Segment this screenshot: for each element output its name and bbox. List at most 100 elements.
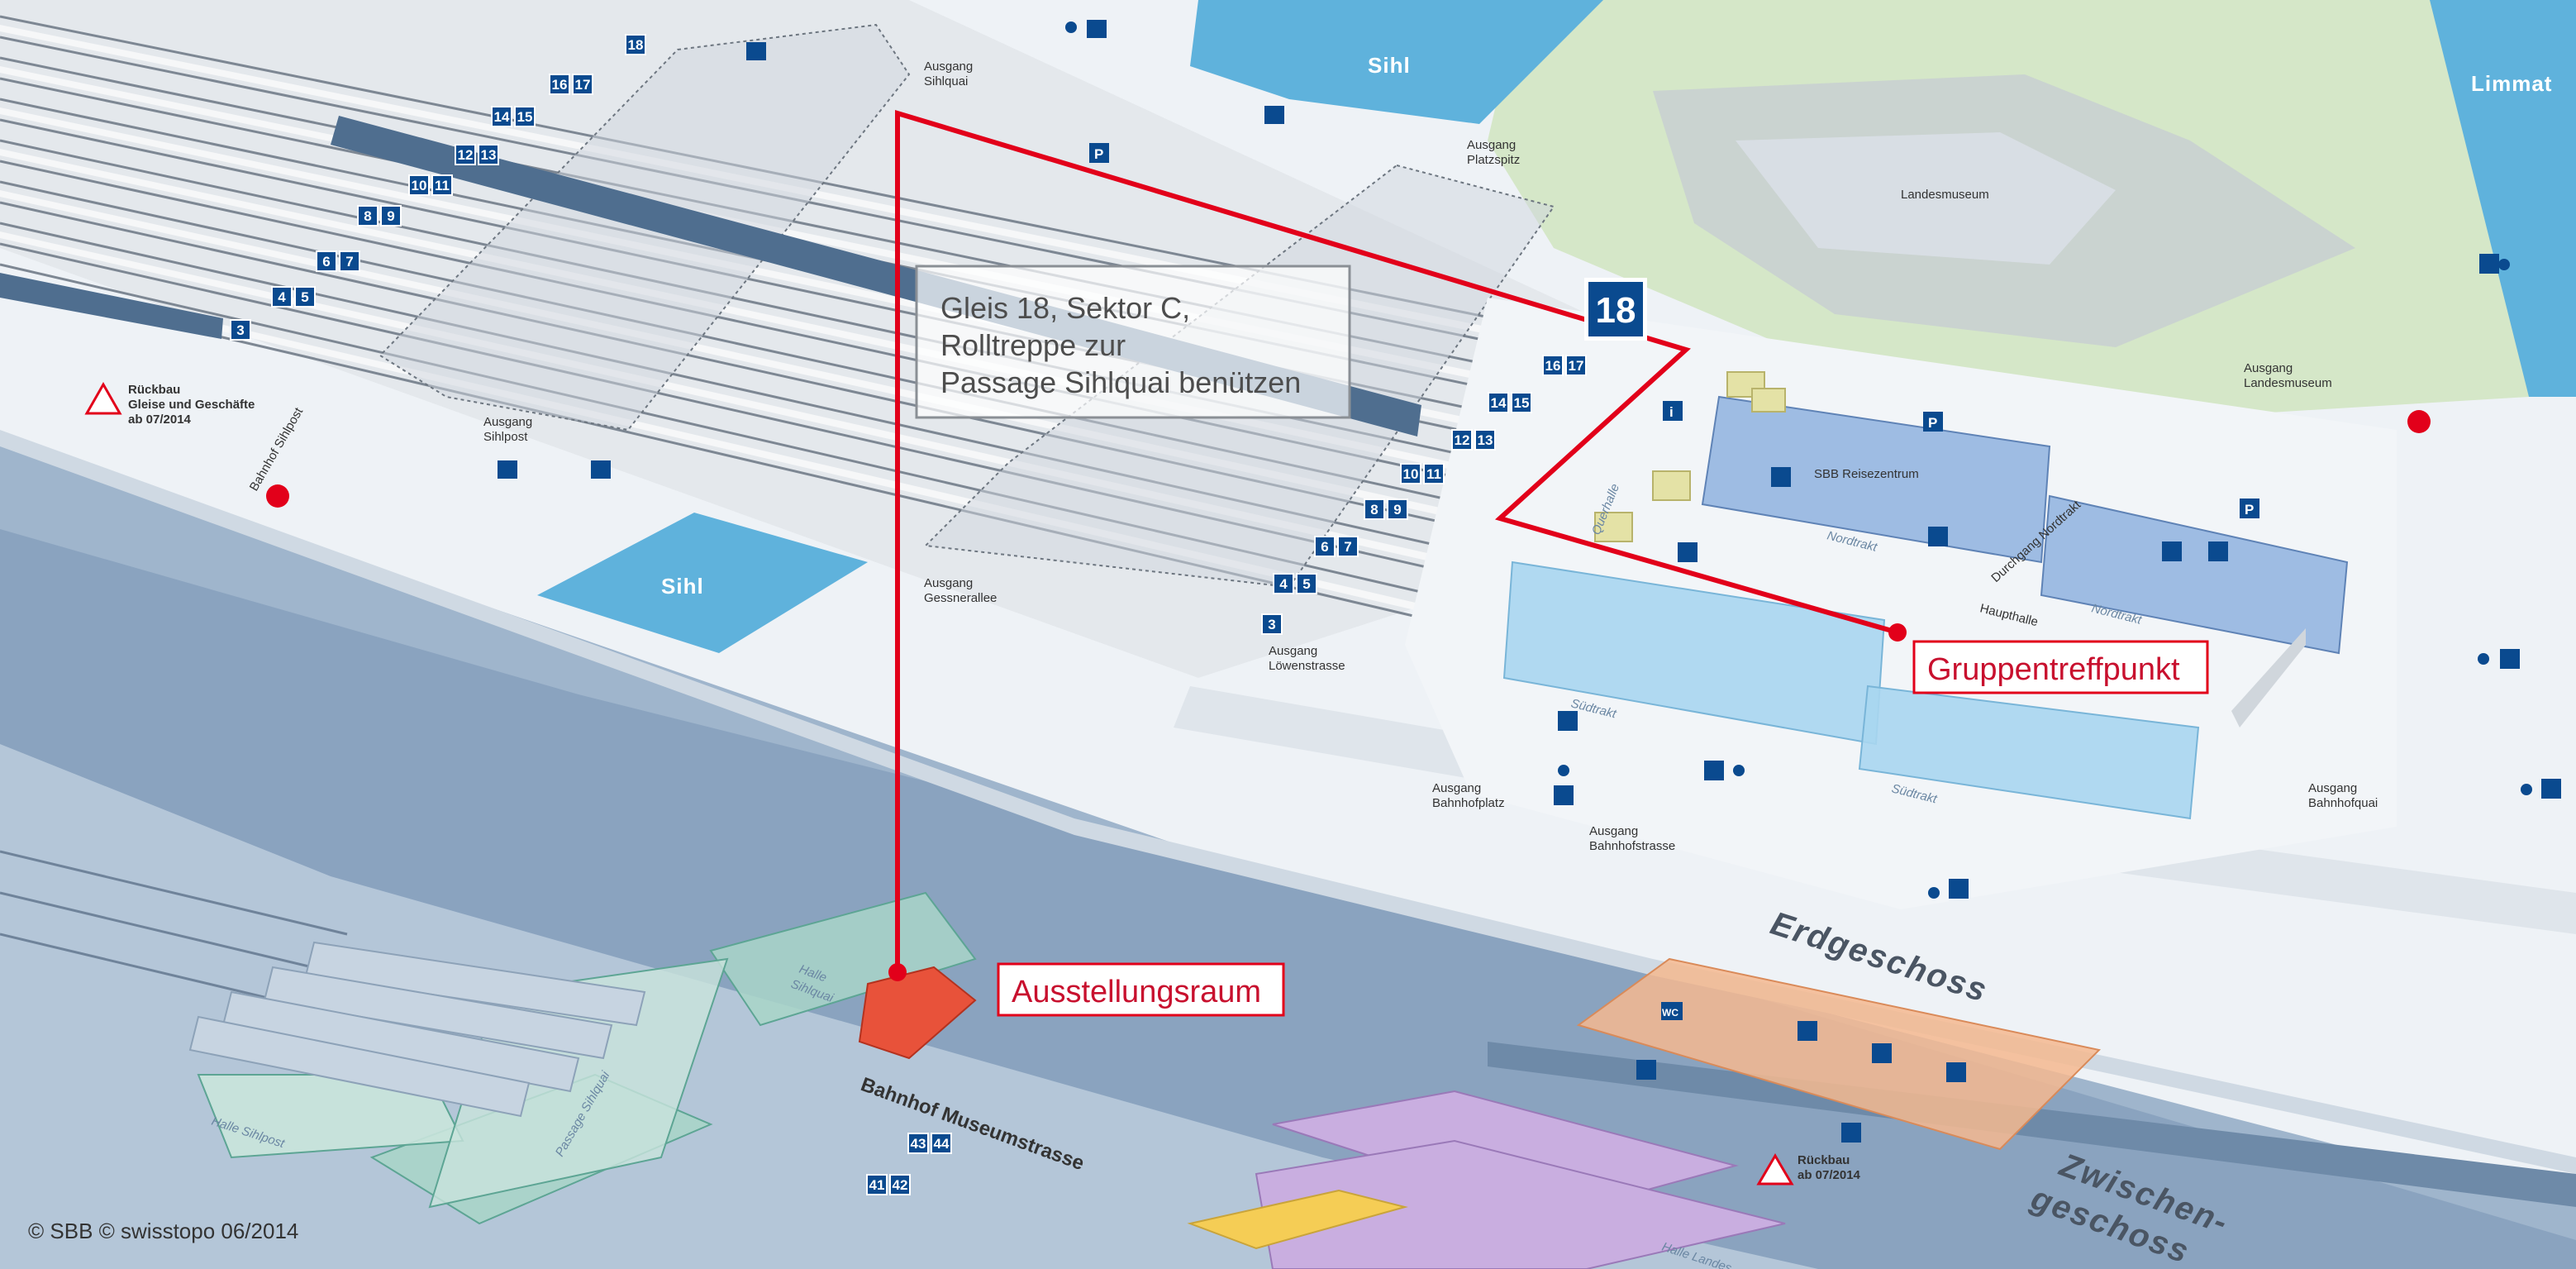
copyright-label: © SBB © swisstopo 06/2014 [28, 1219, 298, 1243]
platform-number: 42 [893, 1177, 908, 1193]
svg-text:Rückbau: Rückbau [1797, 1153, 1850, 1167]
platform-badge: 16 [1542, 355, 1564, 376]
svg-text:Landesmuseum: Landesmuseum [2244, 376, 2332, 390]
platform-badge: 15 [1511, 392, 1532, 413]
platform-number: 9 [387, 208, 394, 224]
suedtrakt-east-building [1858, 685, 2200, 820]
platform-number: 18 [628, 37, 644, 53]
exit-bahnhofstrasse: Ausgang Bahnhofstrasse [1589, 824, 1675, 853]
warning-icon [1756, 1153, 1794, 1186]
tram-stop-dot [2498, 259, 2510, 270]
rueckbau-notice-top: Rückbau Gleise und Geschäfte ab 07/2014 [84, 381, 255, 427]
svg-text:Ausgang: Ausgang [2308, 781, 2357, 795]
platform-badge: 8 [357, 205, 379, 227]
platform-badge: 16 [549, 74, 570, 95]
platform-badge: 43 [907, 1133, 929, 1154]
platform-badge: 3 [1261, 613, 1283, 635]
platform-badge: 15 [514, 106, 536, 127]
water-label-limmat: Limmat [2471, 71, 2552, 96]
instruction-callout: Gleis 18, Sektor C, Rolltreppe zur Passa… [915, 265, 1351, 419]
svg-text:Bahnhofplatz: Bahnhofplatz [1432, 796, 1505, 810]
svg-text:Gleis 18, Sektor C,: Gleis 18, Sektor C, [940, 291, 1190, 325]
tram-icon [1558, 711, 1578, 731]
svg-text:Rückbau: Rückbau [128, 383, 180, 397]
platform-number: 3 [1268, 617, 1275, 632]
nordtrakt-east-building [2040, 494, 2349, 655]
platform-badge: 42 [889, 1174, 911, 1195]
platform-badge: 4 [1273, 573, 1294, 594]
escalator-icon [1841, 1123, 1861, 1143]
shop-icon [2162, 541, 2182, 561]
ausstellungsraum-callout: Ausstellungsraum [997, 962, 1285, 1017]
platform-badge: 9 [1387, 499, 1408, 520]
platform-number: 5 [1302, 576, 1310, 592]
platform-number: 12 [1455, 432, 1470, 448]
wc-icon [1661, 1002, 1683, 1020]
svg-text:Ausstellungsraum: Ausstellungsraum [1012, 975, 1261, 1009]
platform-number: 4 [1279, 576, 1288, 592]
exit-landesmuseum: Ausgang Landesmuseum [2244, 361, 2332, 390]
parking-icon [1089, 143, 1109, 163]
platform-badge: 10 [408, 174, 430, 196]
tram-icon [2541, 779, 2561, 799]
platform-number: 14 [494, 109, 510, 125]
platform-18-highlight: 18 [1584, 278, 1647, 341]
warning-icon [84, 381, 122, 415]
tram-icon [2500, 649, 2520, 669]
route [895, 109, 1898, 971]
ausstellungsraum-block [858, 966, 977, 1060]
limmat-river [2430, 0, 2576, 397]
platform-badge: 14 [1488, 392, 1509, 413]
platform-number: 4 [278, 289, 286, 305]
platform-badge: 13 [478, 144, 499, 165]
platform-badge: 13 [1474, 429, 1496, 451]
svg-text:P: P [1928, 415, 1937, 431]
platform-number: 9 [1393, 502, 1401, 518]
escalator-icon [1872, 1043, 1892, 1063]
platform-badge: 18 [625, 34, 646, 55]
svg-text:Ausgang: Ausgang [924, 60, 973, 74]
platform-badge: 7 [339, 250, 360, 272]
platform-number: 16 [1545, 358, 1561, 374]
exit-sihlpost: Ausgang Sihlpost [483, 415, 532, 444]
exit-gessnerallee: Ausgang Gessnerallee [924, 576, 997, 605]
tram-stop-dot [2478, 653, 2489, 665]
platform-number: 16 [552, 77, 568, 93]
platform-number: 7 [1344, 539, 1351, 555]
shop-icon [2208, 541, 2228, 561]
escalator-icon [1797, 1021, 1817, 1041]
svg-text:18: 18 [1596, 290, 1636, 331]
medical-icon [266, 484, 289, 508]
bus-icon [1087, 20, 1107, 38]
svg-text:Bahnhofstrasse: Bahnhofstrasse [1589, 839, 1675, 853]
parking-icon [1923, 412, 1943, 432]
svg-text:Gruppentreffpunkt: Gruppentreffpunkt [1927, 652, 2180, 687]
bike-icon [746, 42, 766, 60]
platform-number: 13 [481, 147, 497, 163]
svg-text:Ausgang: Ausgang [924, 576, 973, 590]
platform-number: 10 [1403, 466, 1419, 482]
platform-number: 5 [301, 289, 308, 305]
platform-number: 11 [435, 178, 450, 193]
platform-badge: 10 [1400, 463, 1421, 484]
platform-badge: 44 [931, 1133, 952, 1154]
svg-text:P: P [2245, 502, 2254, 518]
bike-icon [591, 460, 611, 479]
medical-icon [2407, 410, 2431, 433]
svg-text:Ausgang: Ausgang [1589, 824, 1638, 838]
svg-text:Rolltreppe zur: Rolltreppe zur [940, 328, 1126, 362]
water-label-sihl-south: Sihl [661, 574, 704, 599]
svg-text:ab 07/2014: ab 07/2014 [128, 413, 192, 427]
platform-badge: 11 [431, 174, 453, 196]
tram-icon [1704, 761, 1724, 780]
svg-text:Bahnhofquai: Bahnhofquai [2308, 796, 2378, 810]
info-icon [1663, 401, 1683, 421]
platform-number: 12 [458, 147, 474, 163]
platform-number: 14 [1491, 395, 1507, 411]
tram-stop-dot [1928, 887, 1940, 899]
exit-sihlquai: Ausgang Sihlquai [924, 60, 973, 88]
taxi-icon [498, 460, 517, 479]
tram-stop-dot [1065, 21, 1077, 33]
svg-text:Ausgang: Ausgang [1467, 138, 1516, 152]
